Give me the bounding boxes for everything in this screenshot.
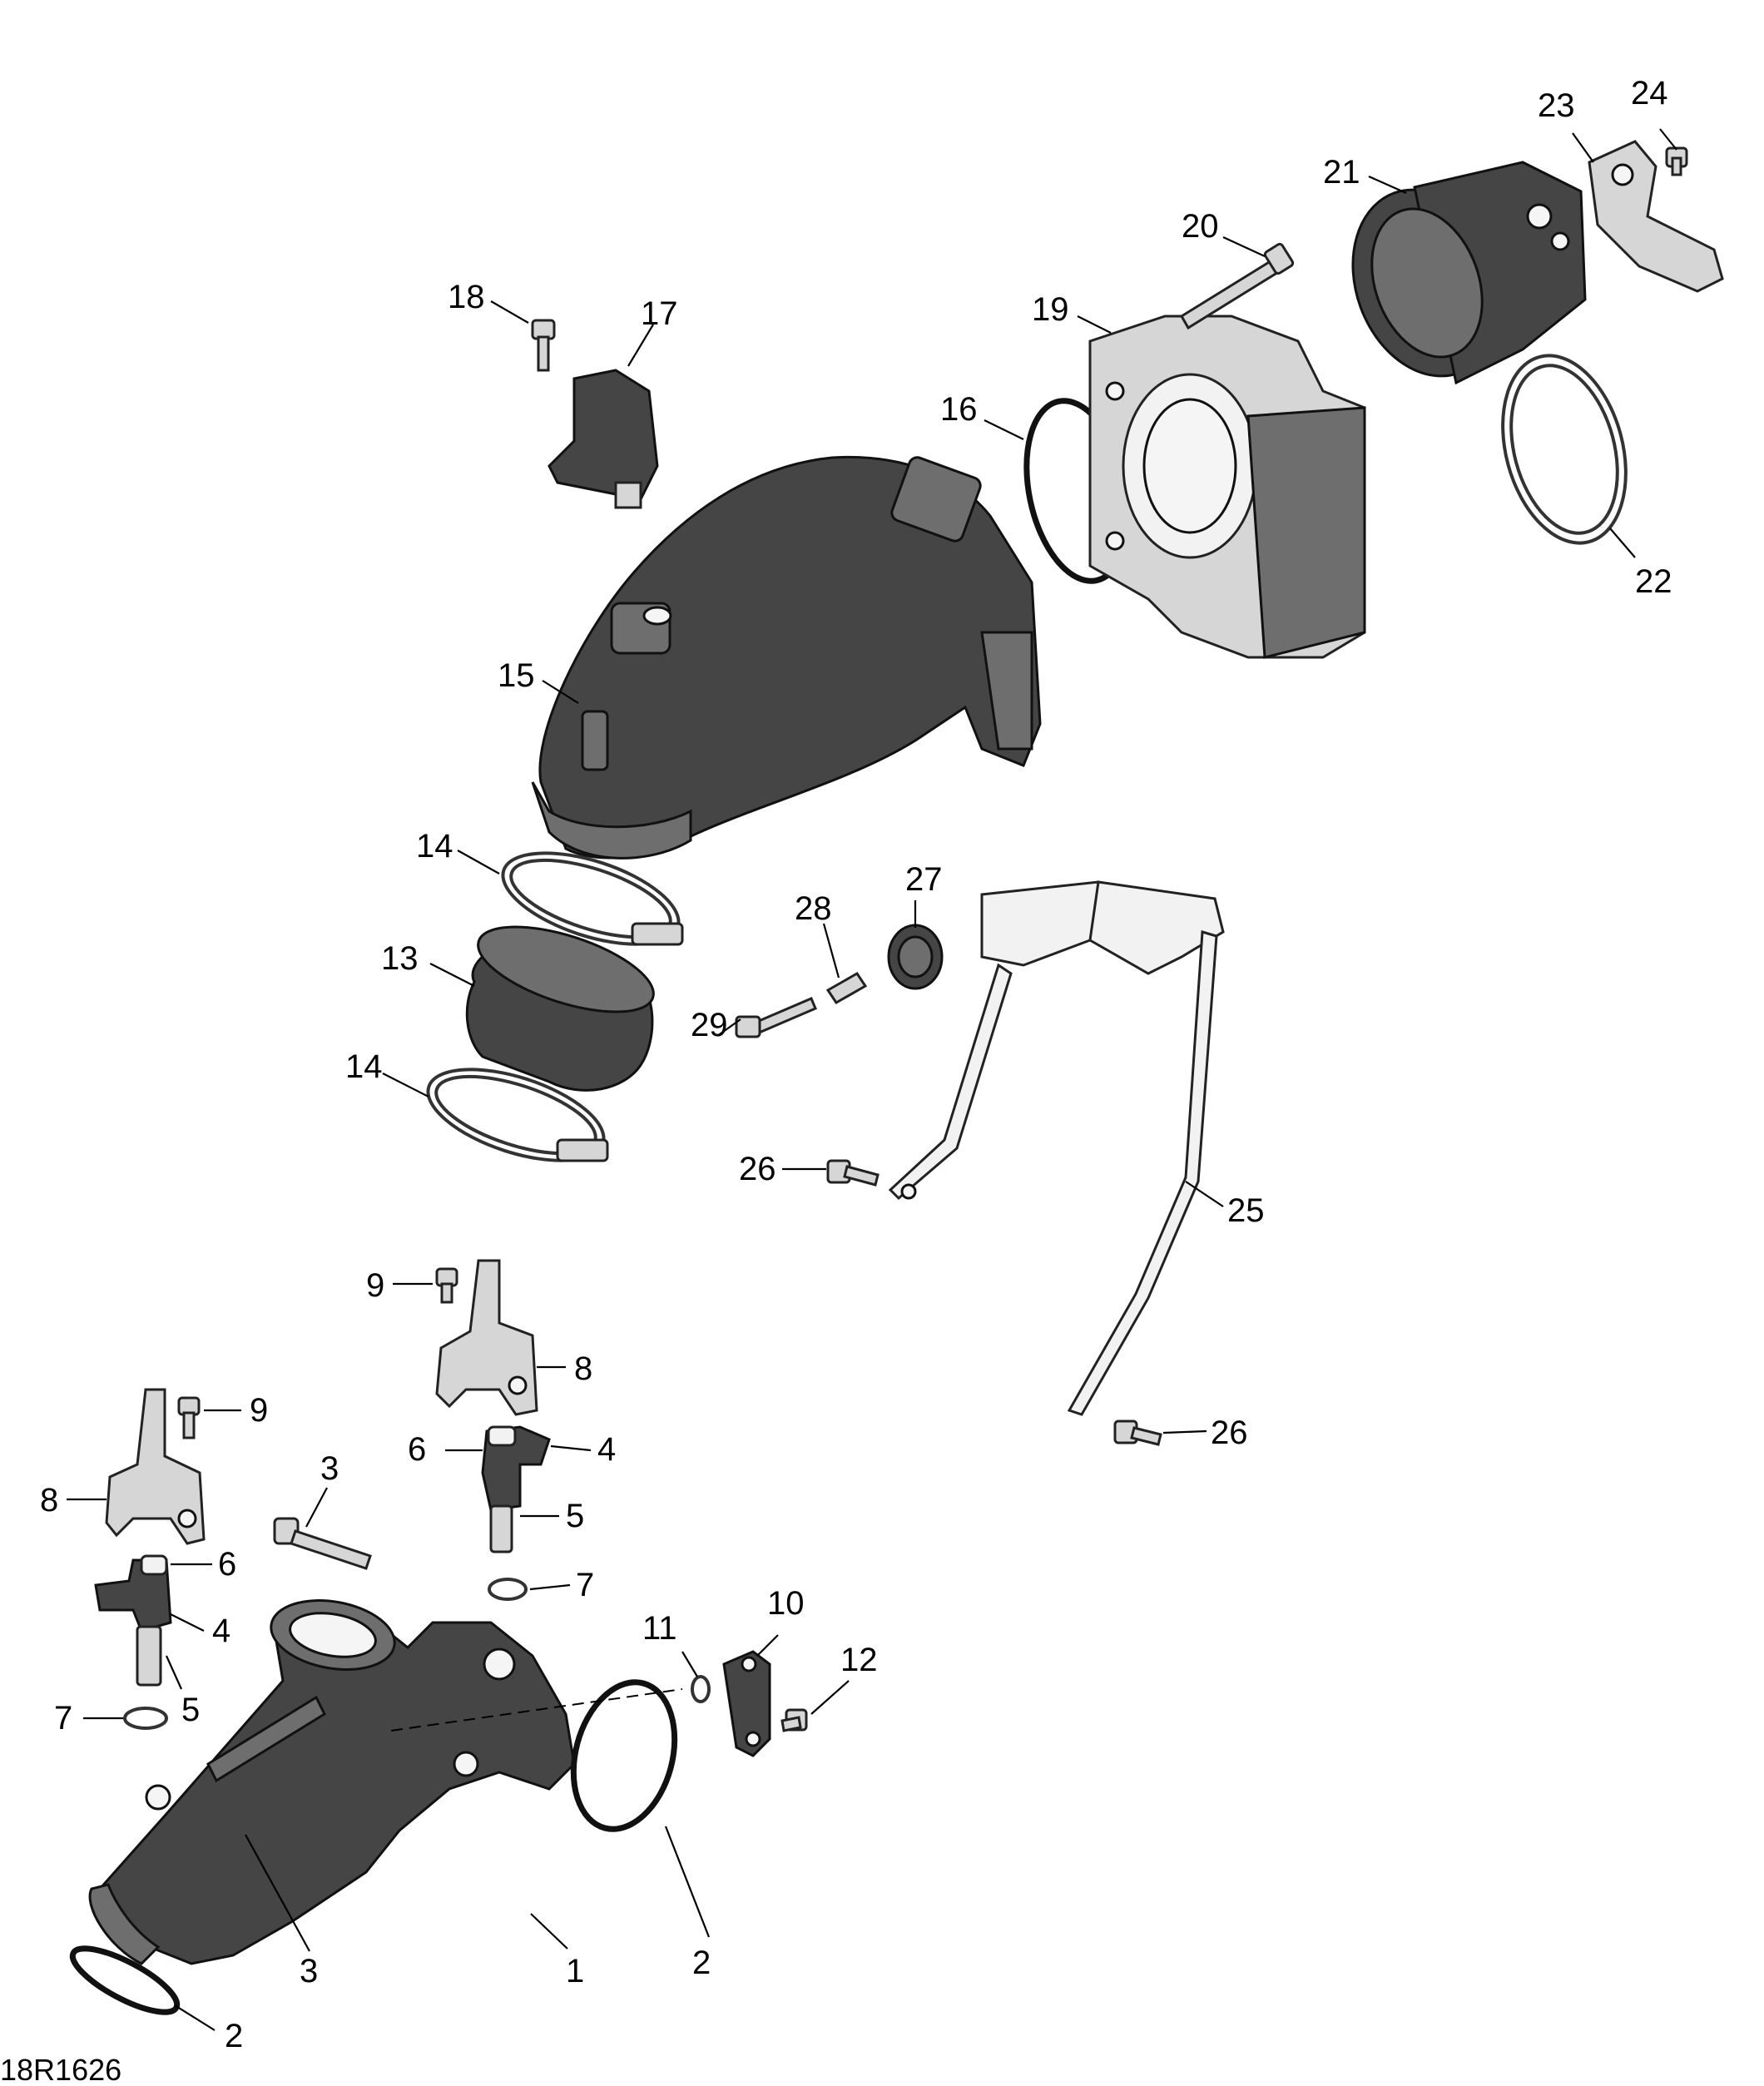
- callout-21: 21: [1323, 154, 1360, 191]
- coupler-part-21: [1351, 161, 1587, 385]
- callout-24: 24: [1631, 75, 1668, 111]
- callout-23: 23: [1538, 87, 1575, 124]
- bolt-part-26-lower: [1113, 1420, 1162, 1446]
- callout-7b: 7: [54, 1700, 72, 1737]
- callout-19: 19: [1032, 291, 1069, 328]
- support-bracket-part-25: [888, 880, 1225, 1416]
- callout-4b: 4: [212, 1613, 230, 1649]
- callout-labels: 23 24 21 20 19 16 22 17 18 15 14 13 14 2…: [40, 75, 1672, 2054]
- callout-14a: 14: [416, 828, 453, 865]
- callout-17: 17: [641, 295, 678, 332]
- callout-12: 12: [840, 1642, 878, 1678]
- callout-5a: 5: [566, 1498, 584, 1534]
- callout-4a: 4: [597, 1431, 616, 1468]
- fuel-injector-part-4-upper: [481, 1425, 551, 1553]
- callout-15: 15: [498, 657, 535, 694]
- callout-25: 25: [1227, 1192, 1265, 1229]
- callout-26a: 26: [739, 1151, 776, 1187]
- callout-13: 13: [381, 940, 419, 977]
- callout-16: 16: [940, 391, 978, 428]
- callout-6b: 6: [218, 1546, 236, 1583]
- callout-18: 18: [448, 279, 485, 315]
- fuel-connector-part-8-lower: [105, 1388, 206, 1545]
- screw-part-20: [1179, 242, 1295, 330]
- callout-9a: 9: [366, 1267, 384, 1304]
- bolt-part-26-upper: [826, 1159, 880, 1187]
- grommet-part-27: [887, 924, 944, 990]
- sensor-part-10: [722, 1650, 771, 1757]
- bolt-part-24: [1665, 146, 1688, 176]
- intake-manifold-part-1: [88, 1599, 576, 1965]
- bolt-part-12: [780, 1708, 808, 1732]
- callout-2b: 2: [225, 2018, 243, 2054]
- bolt-part-29: [735, 997, 817, 1038]
- callout-3b: 3: [300, 1953, 318, 1989]
- bolt-part-18: [531, 319, 556, 372]
- callout-2a: 2: [692, 1945, 711, 1981]
- callout-1: 1: [566, 1953, 584, 1989]
- sensor-part-17: [548, 369, 659, 509]
- callout-9b: 9: [250, 1392, 268, 1429]
- spacer-part-28: [825, 972, 868, 1004]
- figure-code: 18R1626: [0, 2053, 121, 2086]
- assembly-line: [390, 1688, 683, 1732]
- o-ring-part-7-lower: [123, 1707, 168, 1730]
- callout-8b: 8: [40, 1482, 58, 1519]
- clamp-part-14-upper: [501, 851, 684, 946]
- fuel-connector-part-8-upper: [435, 1259, 538, 1416]
- clamp-part-14-lower: [426, 1068, 609, 1162]
- callout-7a: 7: [576, 1567, 594, 1603]
- o-ring-part-7-upper: [488, 1578, 528, 1601]
- callout-20: 20: [1182, 208, 1219, 245]
- leader-lines: [67, 128, 1677, 2031]
- intake-plenum-part-15: [531, 455, 1042, 860]
- callout-5b: 5: [181, 1692, 200, 1728]
- callout-27: 27: [905, 861, 943, 898]
- callout-26b: 26: [1211, 1415, 1248, 1451]
- bolt-part-9-lower: [177, 1396, 201, 1439]
- bolt-part-9-upper: [435, 1267, 458, 1304]
- bracket-part-23: [1588, 140, 1724, 293]
- o-ring-part-11: [691, 1675, 711, 1703]
- fuel-injector-part-4-lower: [94, 1554, 172, 1687]
- coupler-part-13: [465, 925, 655, 1092]
- o-ring-part-2-left: [69, 1945, 181, 2015]
- callout-11: 11: [642, 1610, 677, 1647]
- callout-28: 28: [795, 890, 832, 927]
- o-ring-part-2-right: [570, 1679, 678, 1832]
- bolt-part-3-loose: [273, 1517, 372, 1570]
- callout-8a: 8: [574, 1350, 592, 1387]
- callout-14b: 14: [345, 1048, 383, 1085]
- callout-22: 22: [1635, 563, 1672, 600]
- callout-10: 10: [767, 1585, 805, 1622]
- callout-29: 29: [691, 1007, 728, 1043]
- callout-3a: 3: [320, 1450, 339, 1487]
- callout-6a: 6: [408, 1431, 426, 1468]
- throttle-body-part-19: [1088, 315, 1366, 659]
- clamp-part-22: [1501, 354, 1628, 545]
